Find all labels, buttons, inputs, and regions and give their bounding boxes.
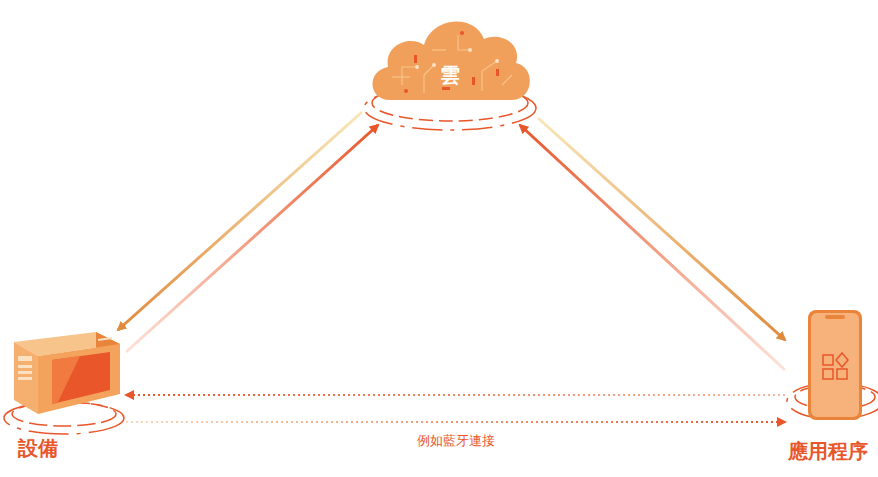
flow-arrow [538, 118, 785, 340]
app-node: 應用程序 [785, 305, 878, 470]
flow-arrow [118, 112, 362, 330]
node-label: 雲 [440, 63, 460, 87]
edge-label: 例如藍牙連接 [417, 432, 495, 450]
cloud-node: 雲 [362, 5, 538, 125]
dotted-arrow [126, 421, 785, 423]
node-label: 設備 [18, 436, 58, 460]
dotted-arrow [126, 394, 785, 396]
device-node: 設備 [8, 330, 126, 470]
flow-arrow [520, 125, 785, 370]
flow-arrow [126, 125, 378, 352]
node-label: 應用程序 [788, 439, 868, 463]
